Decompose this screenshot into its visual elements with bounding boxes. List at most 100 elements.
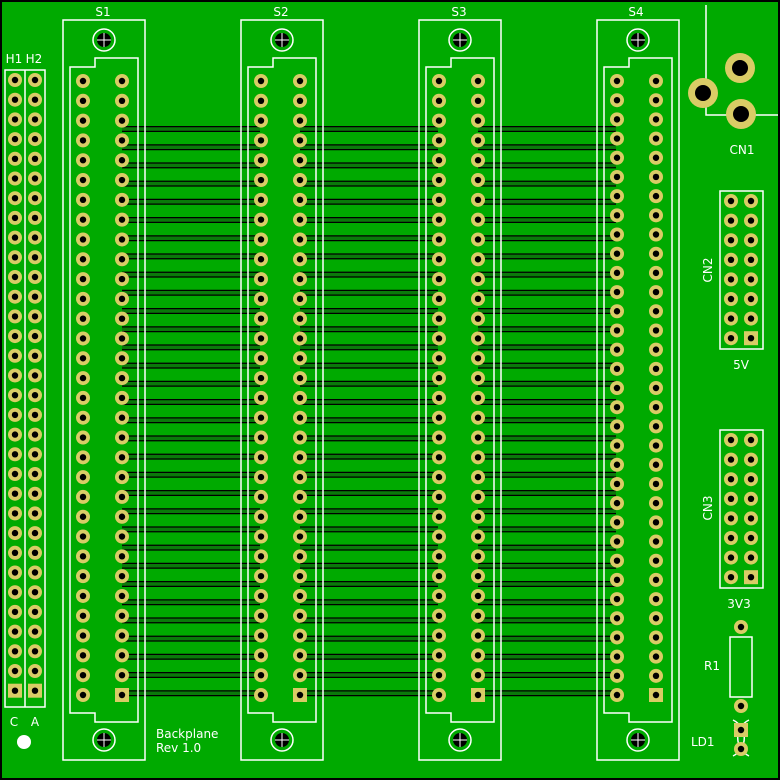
drill-hole bbox=[257, 553, 265, 560]
drill-hole bbox=[474, 374, 482, 382]
drill-hole bbox=[257, 572, 265, 580]
drill-hole bbox=[118, 493, 126, 501]
drill-hole bbox=[118, 236, 126, 243]
slot-body-s3 bbox=[425, 57, 495, 723]
drill-hole bbox=[11, 411, 19, 419]
drill-hole bbox=[727, 515, 735, 522]
drill-hole bbox=[652, 595, 660, 603]
drill-hole bbox=[257, 295, 265, 303]
drill-hole bbox=[652, 346, 660, 353]
drill-hole bbox=[296, 295, 304, 303]
drill-hole bbox=[118, 592, 126, 600]
drill-hole bbox=[474, 652, 482, 659]
slot-outline-s3 bbox=[418, 19, 502, 761]
drill-hole bbox=[31, 254, 39, 261]
drill-hole bbox=[296, 434, 304, 441]
drill-hole bbox=[652, 480, 660, 488]
drill-hole bbox=[474, 691, 482, 699]
drill-hole bbox=[747, 256, 755, 263]
drill-hole bbox=[435, 256, 443, 263]
drill-hole bbox=[79, 157, 87, 164]
slot-outline-s4 bbox=[596, 19, 680, 761]
drill-hole bbox=[652, 154, 660, 161]
drill-hole bbox=[79, 176, 87, 184]
drill-hole bbox=[747, 456, 755, 463]
drill-hole bbox=[296, 553, 304, 560]
slot-outline-s2 bbox=[240, 19, 324, 761]
drill-hole bbox=[727, 335, 735, 342]
drill-hole bbox=[296, 572, 304, 580]
drill-hole bbox=[118, 176, 126, 184]
slot-outline-s1 bbox=[62, 19, 146, 761]
silkscreen-layer bbox=[4, 5, 778, 761]
drill-hole bbox=[613, 212, 621, 219]
drill-hole bbox=[257, 315, 265, 322]
drill-hole bbox=[727, 495, 735, 502]
drill-hole bbox=[31, 648, 39, 655]
drill-hole bbox=[652, 288, 660, 296]
drill-hole bbox=[296, 671, 304, 679]
drill-hole bbox=[79, 335, 87, 342]
drill-hole bbox=[727, 436, 735, 444]
drill-hole bbox=[613, 365, 621, 373]
drill-hole bbox=[474, 236, 482, 243]
board-revision: Rev 1.0 bbox=[156, 741, 201, 755]
drill-hole bbox=[727, 237, 735, 244]
drill-hole bbox=[652, 519, 660, 526]
drill-hole bbox=[613, 96, 621, 104]
drill-hole bbox=[727, 476, 735, 483]
drill-hole bbox=[613, 77, 621, 85]
drill-hole bbox=[474, 671, 482, 679]
drill-hole bbox=[11, 608, 19, 616]
drill-hole bbox=[296, 374, 304, 382]
drill-hole bbox=[652, 384, 660, 392]
drill-hole bbox=[296, 196, 304, 204]
drill-hole bbox=[474, 216, 482, 223]
drill-hole bbox=[652, 116, 660, 123]
drill-hole bbox=[652, 308, 660, 315]
drill-hole bbox=[31, 392, 39, 399]
drill-hole bbox=[118, 572, 126, 580]
drill-hole bbox=[474, 77, 482, 85]
drill-hole bbox=[31, 687, 39, 694]
drill-hole bbox=[747, 217, 755, 224]
drill-hole bbox=[613, 538, 621, 545]
drill-hole bbox=[474, 612, 482, 619]
drill-hole bbox=[118, 355, 126, 362]
drill-hole bbox=[79, 592, 87, 600]
drill-hole bbox=[613, 423, 621, 430]
drill-hole bbox=[747, 574, 755, 581]
drill-hole bbox=[31, 175, 39, 182]
drill-hole bbox=[613, 461, 621, 468]
drill-hole bbox=[613, 269, 621, 277]
slot-screw-bottom-s1-outline bbox=[92, 728, 116, 752]
drill-hole bbox=[435, 533, 443, 540]
drill-hole bbox=[652, 77, 660, 85]
drill-hole bbox=[257, 533, 265, 540]
drill-hole bbox=[31, 667, 39, 675]
drill-hole bbox=[11, 76, 19, 84]
slot-screw-top-s2-outline bbox=[270, 28, 294, 52]
drill-hole bbox=[474, 137, 482, 144]
drill-hole bbox=[435, 355, 443, 362]
drill-hole bbox=[11, 589, 19, 596]
drill-hole bbox=[79, 236, 87, 243]
drill-hole bbox=[727, 295, 735, 303]
drill-hole bbox=[737, 726, 745, 734]
drill-hole bbox=[613, 442, 621, 449]
drill-hole bbox=[435, 652, 443, 659]
pad-layer bbox=[8, 33, 758, 756]
drill-hole bbox=[737, 702, 745, 710]
drill-hole bbox=[652, 365, 660, 373]
drill-hole bbox=[11, 214, 19, 222]
connector-voltage-cn3: 3V3 bbox=[727, 597, 750, 611]
drill-hole bbox=[31, 490, 39, 497]
drill-hole bbox=[474, 632, 482, 639]
drill-hole bbox=[474, 196, 482, 204]
drill-hole bbox=[435, 632, 443, 639]
drill-hole bbox=[11, 667, 19, 675]
drill-hole bbox=[296, 157, 304, 164]
drill-hole bbox=[435, 157, 443, 164]
drill-hole bbox=[79, 315, 87, 322]
